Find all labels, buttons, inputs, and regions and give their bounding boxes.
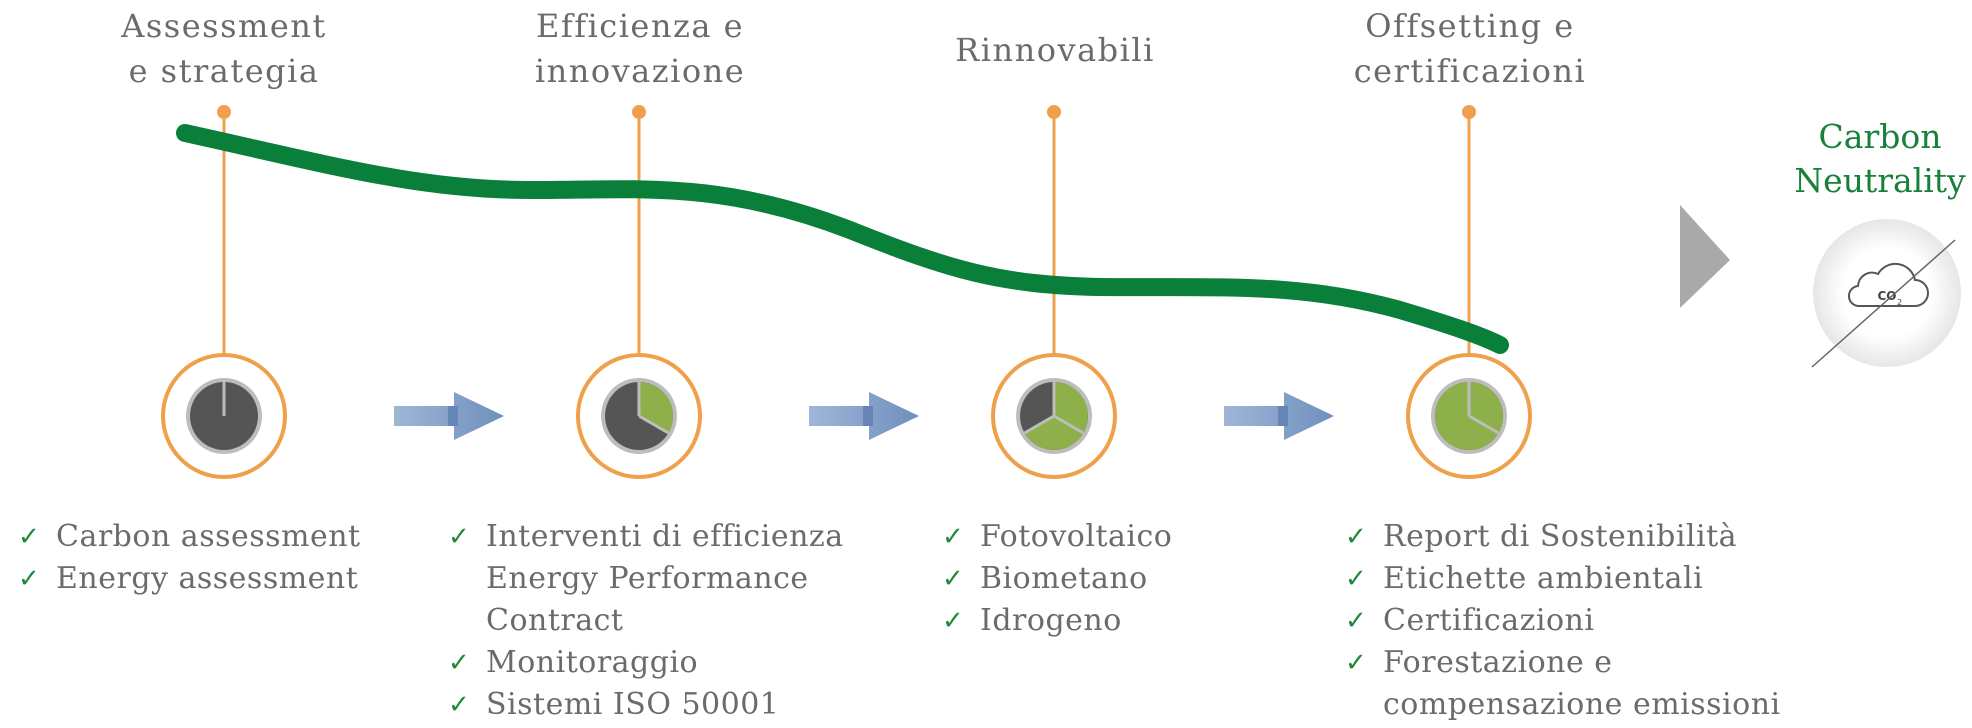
check-icon: ✓ [18, 522, 41, 552]
checklist-item-text: Contract [486, 603, 624, 638]
checklist-renewables: ✓ Fotovoltaico ✓ Biometano ✓ Idrogeno [942, 516, 1172, 642]
stage-progress-marker [991, 353, 1117, 479]
check-icon: ✓ [1345, 564, 1368, 594]
checklist-item: ✓ Report di Sostenibilità [1345, 516, 1781, 558]
checklist-offsetting: ✓ Report di Sostenibilità ✓ Etichette ambie… [1345, 516, 1781, 726]
checklist-item-text: Energy Performance [486, 561, 809, 596]
checklist-item-text: Interventi di efficienza [486, 519, 844, 554]
check-icon: ✓ [1345, 522, 1368, 552]
checklist-item-text: compensazione emissioni [1383, 687, 1781, 722]
check-icon: ✓ [1345, 606, 1368, 636]
checklist-item-text: Biometano [980, 561, 1148, 596]
flow-arrow-accent [1278, 406, 1288, 426]
flow-arrow-icon [809, 392, 919, 440]
check-icon: ✓ [448, 522, 471, 552]
play-triangle-icon [1680, 205, 1730, 308]
checklist-item-text: Energy assessment [56, 561, 359, 596]
emission-reduction-curve [176, 124, 1509, 354]
co2-cloud-crossed-icon: CO 2 [1811, 219, 1961, 368]
checklist-item-text: Certificazioni [1383, 603, 1595, 638]
stage-title-offsetting: Offsetting e certificazioni [1353, 7, 1587, 90]
flow-arrow-icon [394, 392, 504, 440]
checklist-item-text: Carbon assessment [56, 519, 361, 554]
stage-stem-dot [217, 105, 231, 119]
checklist-item-text: Report di Sostenibilità [1383, 519, 1738, 554]
flow-arrow-icon [1224, 392, 1334, 440]
stage-progress-marker [161, 353, 287, 479]
pie-separator [1468, 414, 1500, 435]
check-icon: ✓ [942, 522, 965, 552]
checklist-item: ✓ Biometano [942, 558, 1172, 600]
check-icon: ✓ [942, 606, 965, 636]
stage-stem-dot [1047, 105, 1061, 119]
checklist-item: ✓ Fotovoltaico [942, 516, 1172, 558]
checklist-item: ✓ Sistemi ISO 50001 [448, 684, 844, 726]
flow-arrow-accent [448, 406, 458, 426]
checklist-item: ✓ Monitoraggio [448, 642, 844, 684]
goal-title: Carbon Neutrality [1794, 117, 1966, 200]
pie-separator [1053, 414, 1085, 435]
checklist-item-text: Idrogeno [980, 603, 1122, 638]
stage-title-efficiency: Efficienza e innovazione [534, 7, 746, 90]
check-icon: ✓ [1345, 648, 1368, 678]
co2-subscript: 2 [1897, 298, 1902, 307]
stage-progress-marker [576, 353, 702, 479]
checklist-item: ✓ Energy assessment [18, 558, 361, 600]
stage-stem-dot [1462, 105, 1476, 119]
co2-label: CO [1877, 289, 1896, 303]
check-icon: ✓ [942, 564, 965, 594]
check-icon: ✓ [18, 564, 41, 594]
stage-progress-marker [1406, 353, 1532, 479]
checklist-item: ✓ Forestazione e compensazione emissioni [1345, 642, 1781, 726]
checklist-item: ✓ Carbon assessment [18, 516, 361, 558]
checklist-item-text: Monitoraggio [486, 645, 699, 680]
checklist-assessment: ✓ Carbon assessment ✓ Energy assessment [18, 516, 361, 600]
flow-arrow-accent [863, 406, 873, 426]
stage-title-renewables: Rinnovabili [955, 31, 1155, 69]
checklist-item-text: Forestazione e [1383, 645, 1613, 680]
checklist-item-text: Sistemi ISO 50001 [486, 687, 780, 722]
pie-separator [1023, 414, 1055, 435]
pie-separator [638, 414, 670, 435]
stage-stem-dot [632, 105, 646, 119]
check-icon: ✓ [448, 690, 471, 720]
check-icon: ✓ [448, 648, 471, 678]
checklist-item: ✓ Certificazioni [1345, 600, 1781, 642]
checklist-item-text: Etichette ambientali [1383, 561, 1704, 596]
checklist-item-text: Fotovoltaico [980, 519, 1173, 554]
stage-title-assessment: Assessment e strategia [121, 7, 327, 90]
checklist-item: ✓ Etichette ambientali [1345, 558, 1781, 600]
checklist-item: ✓ Idrogeno [942, 600, 1172, 642]
